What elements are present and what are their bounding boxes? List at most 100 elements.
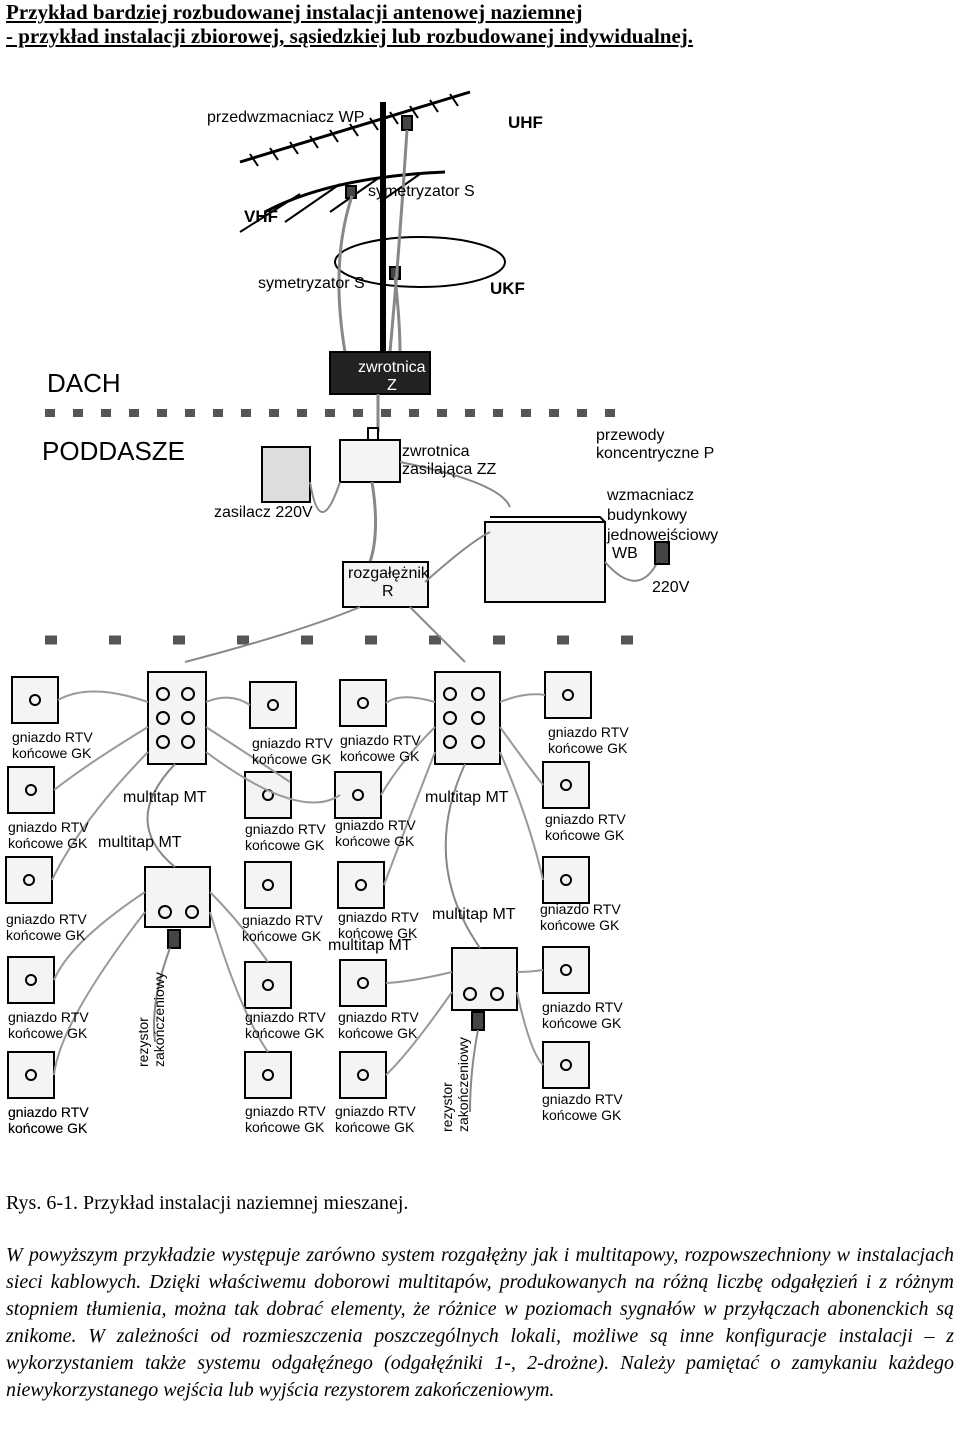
svg-text:rezystor: rezystor [439,1082,455,1132]
multitap-3 [144,866,211,949]
label-multitap: multitap MT [98,834,182,851]
document-heading: Przykład bardziej rozbudowanej instalacj… [6,0,693,48]
svg-text:końcowe GK: końcowe GK [245,837,325,853]
uhf-antenna [239,90,471,167]
svg-text:końcowe GK: końcowe GK [12,745,92,761]
label-ukf: UKF [490,279,525,298]
label-symetryzator-bottom: symetryzator S [258,275,365,292]
svg-text:gniazdo RTV: gniazdo RTV [338,909,419,925]
svg-text:gniazdo RTV: gniazdo RTV [12,729,93,745]
label-wzmacniacz-3: jednowejściowy [606,527,718,544]
multitap-2 [434,671,501,765]
label-poddasze: PODDASZE [42,436,185,466]
socket [544,671,592,719]
svg-text:końcowe GK: końcowe GK [540,917,620,933]
svg-text:gniazdo RTV: gniazdo RTV [340,732,421,748]
svg-text:gniazdo RTV: gniazdo RTV [245,1103,326,1119]
svg-text:gniazdo RTV: gniazdo RTV [6,911,87,927]
svg-text:końcowe GK: końcowe GK [245,1119,325,1135]
socket [244,771,292,819]
socket [339,679,387,727]
svg-text:końcowe GK: końcowe GK [6,927,86,943]
antenna-installation-diagram: przedwzmacniacz WP UHF symetryzator S VH… [5,90,718,1136]
socket [542,946,590,994]
svg-text:końcowe GK: końcowe GK [338,925,418,941]
svg-text:końcowe GK: końcowe GK [242,928,322,944]
svg-text:zakończeniowy: zakończeniowy [151,972,167,1067]
socket [244,861,292,909]
svg-text:końcowe GK: końcowe GK [8,1120,88,1136]
label-wzmacniacz-4: WB [612,545,638,562]
svg-text:końcowe GK: końcowe GK [340,748,420,764]
label-multitap: multitap MT [432,906,516,923]
socket [7,1051,55,1099]
zwrotnica-zz-box [339,439,401,483]
label-zasilacz: zasilacz 220V [214,504,313,521]
svg-text:gniazdo RTV: gniazdo RTV [335,817,416,833]
svg-text:gniazdo RTV: gniazdo RTV [548,724,629,740]
socket [542,856,590,904]
label-multitap: multitap MT [425,789,509,806]
label-zwrotnica-z-2: Z [387,377,397,394]
rtv-sockets [5,671,592,1099]
socket [5,856,53,904]
figure-caption: Rys. 6-1. Przykład instalacji naziemnej … [6,1192,409,1214]
svg-text:gniazdo RTV: gniazdo RTV [335,1103,416,1119]
label-rezystor-left: rezystor zakończeniowy [135,972,167,1067]
socket [7,956,55,1004]
socket [339,959,387,1007]
socket [339,1051,387,1099]
socket [7,766,55,814]
label-multitap: multitap MT [123,789,207,806]
socket [244,1051,292,1099]
svg-text:gniazdo RTV: gniazdo RTV [8,1104,89,1120]
socket [542,1041,590,1089]
svg-text:końcowe GK: końcowe GK [545,827,625,843]
socket [244,961,292,1009]
svg-text:gniazdo RTV: gniazdo RTV [542,999,623,1015]
label-wzmacniacz-2: budynkowy [607,507,687,524]
label-rozgaleznik-1: rozgałężnik [348,565,430,582]
svg-text:końcowe GK: końcowe GK [335,833,415,849]
svg-text:końcowe GK: końcowe GK [245,1025,325,1041]
svg-text:gniazdo RTV: gniazdo RTV [242,912,323,928]
ukf-ring-antenna [334,236,506,288]
rozgaleznik-box [342,561,429,608]
svg-text:gniazdo RTV: gniazdo RTV [338,1009,419,1025]
label-zwrotnica-zz-2: zasilająca ZZ [402,461,496,478]
svg-text:rezystor: rezystor [135,1017,151,1067]
label-uhf: UHF [508,113,543,132]
svg-text:końcowe GK: końcowe GK [548,740,628,756]
label-wzmacniacz-1: wzmacniacz [606,487,694,504]
label-rezystor-right: rezystor zakończeniowy [439,1037,471,1132]
label-vhf: VHF [244,207,278,226]
svg-text:gniazdo RTV: gniazdo RTV [245,1009,326,1025]
svg-text:końcowe GK: końcowe GK [542,1015,622,1031]
multitap-4 [451,947,518,1031]
heading-line-2: - przykład instalacji zbiorowej, sąsiedz… [6,24,694,48]
label-zwrotnica-z-1: zwrotnica [358,359,426,376]
label-zwrotnica-zz-1: zwrotnica [402,443,470,460]
svg-text:gniazdo RTV: gniazdo RTV [540,901,621,917]
zwrotnica-z-box [329,351,431,395]
svg-text:gniazdo RTV: gniazdo RTV [245,821,326,837]
svg-text:końcowe GK: końcowe GK [335,1119,415,1135]
svg-text:końcowe GK: końcowe GK [542,1107,622,1123]
multitap-1 [147,671,207,765]
heading-line-1: Przykład bardziej rozbudowanej instalacj… [6,0,583,24]
svg-text:gniazdo RTV: gniazdo RTV [542,1091,623,1107]
label-dach: DACH [47,368,121,398]
svg-text:gniazdo RTV: gniazdo RTV [8,1104,89,1120]
socket [11,676,59,724]
label-przewody-1: przewody [596,427,664,444]
